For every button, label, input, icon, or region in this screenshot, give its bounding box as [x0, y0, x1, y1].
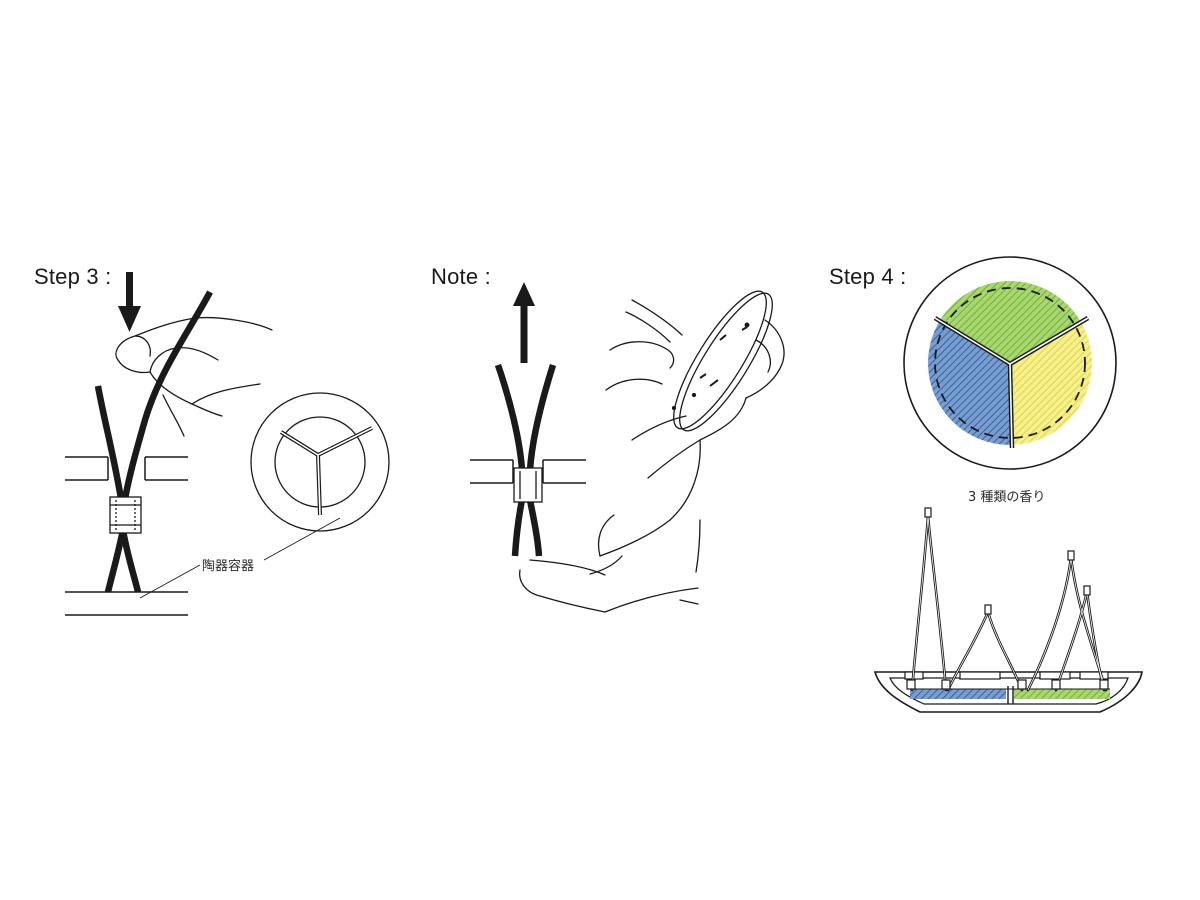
container-base [65, 591, 188, 616]
reed-cords [494, 363, 557, 557]
step-3-illustration [65, 272, 390, 616]
scent-green-well [1014, 689, 1110, 699]
three-scents-label: 3 種類の香り [968, 490, 1046, 505]
arrow-up-icon [513, 282, 535, 363]
step-4-label: Step 4 : [829, 264, 907, 289]
hand-illustration [115, 316, 273, 437]
ceramic-container-label: 陶器容器 [202, 559, 255, 574]
container-cross-section [873, 507, 1143, 713]
note-panel: Note : [400, 0, 800, 900]
annotation-leader-2 [263, 517, 341, 561]
step-3-label: Step 3 : [34, 264, 112, 289]
scent-blue-well [910, 689, 1006, 699]
hand-illustration [518, 299, 785, 613]
cord-clip [513, 467, 543, 503]
scent-green-zone [935, 281, 1088, 363]
cord-clip [109, 496, 142, 534]
step-4-illustration [873, 256, 1143, 713]
annotation-leader [139, 564, 201, 599]
step-4-panel: Step 4 : [800, 0, 1200, 900]
note-illustration [470, 282, 785, 613]
arrow-down-icon [118, 272, 141, 332]
scent-top-view [903, 256, 1117, 470]
container-lid [65, 456, 188, 481]
top-view-detail [250, 392, 390, 532]
container-lid [470, 459, 586, 484]
step-3-panel: Step 3 : [0, 0, 400, 900]
note-label: Note : [431, 264, 491, 289]
ceramic-disc [671, 290, 773, 432]
reed-cords [94, 290, 213, 593]
